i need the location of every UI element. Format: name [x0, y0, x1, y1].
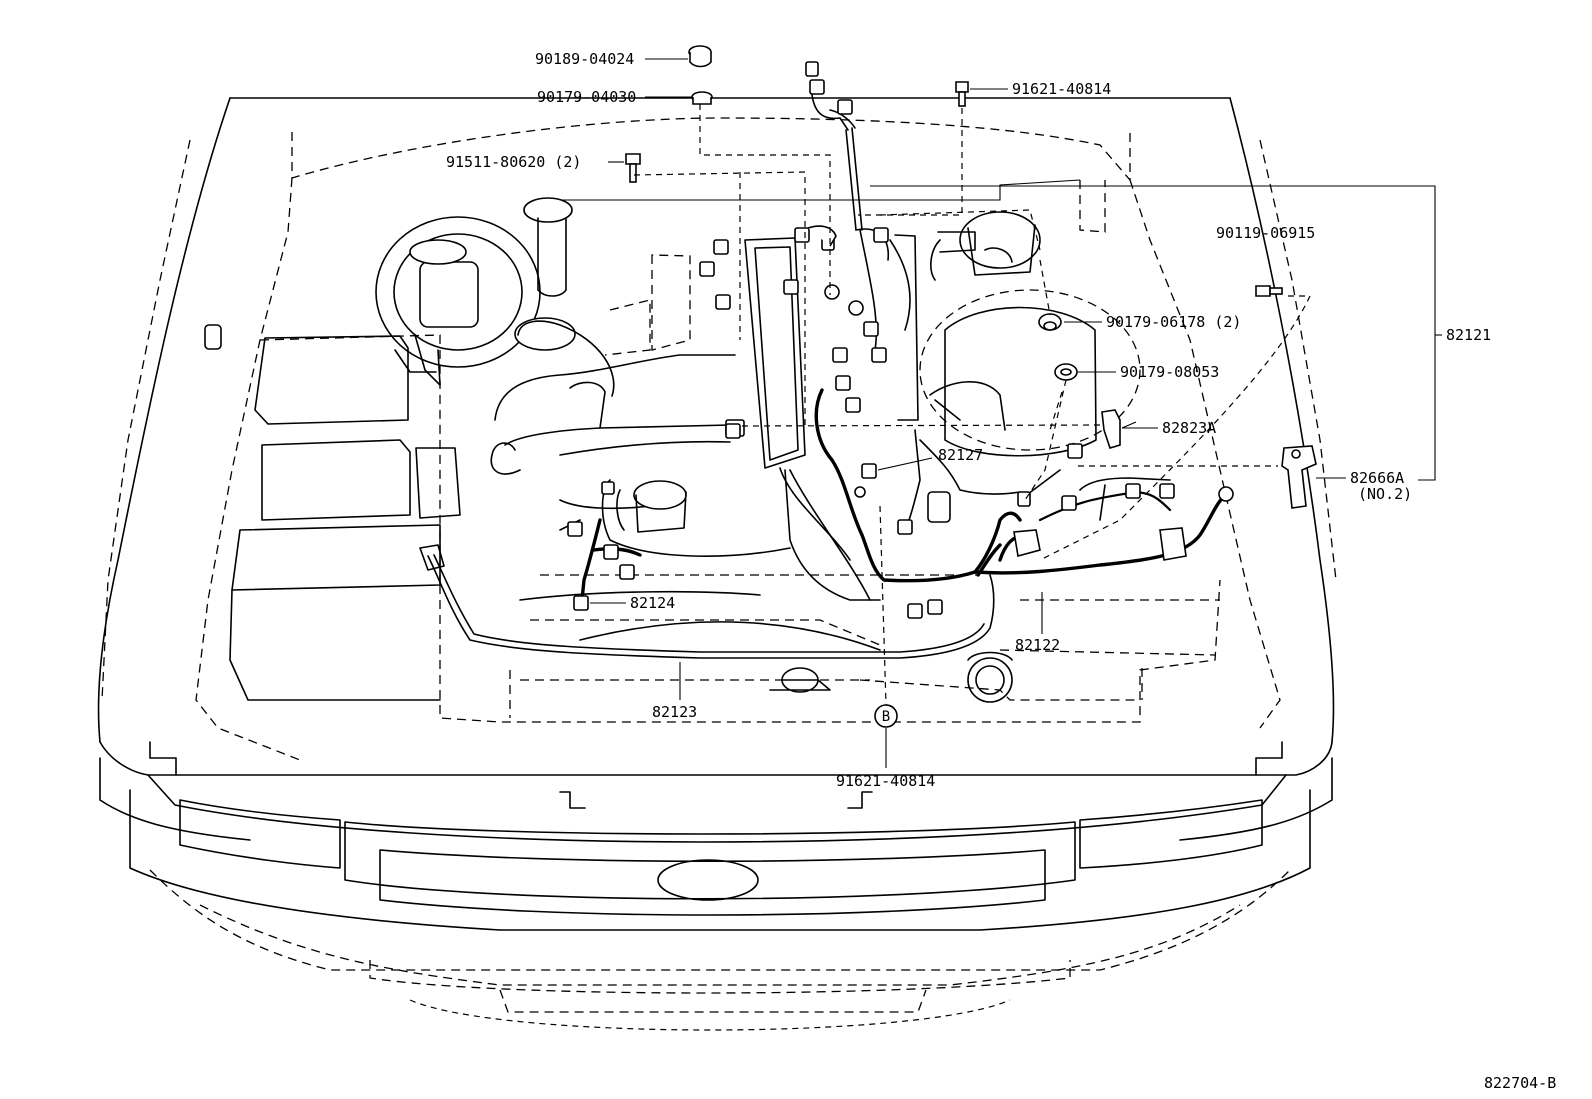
bolt-91621-40814-top	[955, 81, 969, 107]
callout-82666A: 82666A	[1350, 469, 1404, 487]
brake-booster	[375, 197, 576, 386]
nut-90189-04024	[688, 45, 712, 68]
callout-91621-40814-top: 91621-40814	[1012, 80, 1111, 98]
bolt-91511-80620	[625, 153, 641, 183]
reference-b-marker: B	[874, 704, 898, 728]
bolt-90119-06915	[1255, 285, 1283, 297]
callout-82127: 82127	[938, 446, 983, 464]
clamp-82823A	[1101, 409, 1121, 449]
callout-82124: 82124	[630, 594, 675, 612]
callout-labels: 90189-04024 90179-04030 91621-40814 9151…	[446, 50, 1556, 1092]
relay-boxes	[204, 324, 461, 701]
callout-82122: 82122	[1015, 636, 1060, 654]
leader-lines	[590, 58, 1442, 768]
nut-90179-04030	[691, 91, 713, 105]
callout-91511-80620: 91511-80620 (2)	[446, 153, 581, 171]
wire-harness	[419, 94, 1227, 659]
connectors	[567, 61, 1234, 619]
vehicle-body-outline	[97, 97, 1337, 1031]
diagram-id-label: 822704-B	[1484, 1074, 1556, 1092]
callout-82823A: 82823A	[1162, 419, 1216, 437]
callout-90179-06178: 90179-06178 (2)	[1106, 313, 1241, 331]
bracket-82666A	[1281, 445, 1317, 509]
reference-b-label: B	[882, 709, 890, 725]
nut-90179-06178	[1038, 313, 1062, 331]
callout-82121: 82121	[1446, 326, 1491, 344]
engine-block	[490, 211, 1220, 703]
callout-90189-04024: 90189-04024	[535, 50, 634, 68]
callout-91621-40814-bottom: 91621-40814	[836, 772, 935, 790]
callout-90179-08053: 90179-08053	[1120, 363, 1219, 381]
callout-90179-04030: 90179-04030	[537, 88, 636, 106]
fasteners	[625, 45, 1317, 509]
nut-90179-08053	[1054, 363, 1078, 381]
callout-82666A-sub: (NO.2)	[1358, 485, 1412, 503]
callout-90119-06915: 90119-06915	[1216, 224, 1315, 242]
callout-82123: 82123	[652, 703, 697, 721]
